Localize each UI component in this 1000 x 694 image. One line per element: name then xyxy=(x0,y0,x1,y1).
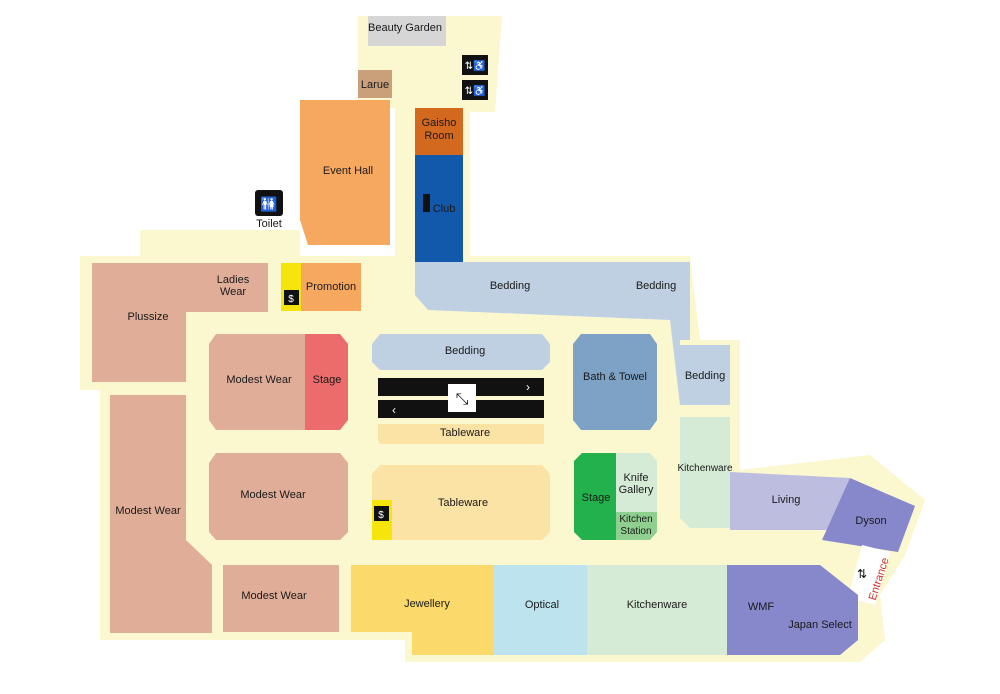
store-club-label: Club xyxy=(433,203,456,215)
store-kitchenware-side-label: Kitchenware xyxy=(677,463,732,474)
store-modest-wear-left-ext[interactable] xyxy=(186,540,212,633)
store-bedding-right[interactable] xyxy=(680,345,730,405)
store-bedding-top-right-label: Bedding xyxy=(636,280,676,292)
store-wmf-japan-select[interactable] xyxy=(727,565,858,655)
store-jewellery[interactable] xyxy=(351,565,493,655)
toilet-label: Toilet xyxy=(256,218,282,230)
store-dyson[interactable] xyxy=(822,478,915,552)
store-bedding-top[interactable] xyxy=(415,262,690,405)
store-ladies-wear-label-2: Wear xyxy=(220,286,246,298)
store-modest-wear-1[interactable] xyxy=(209,334,305,430)
store-plussize-label: Plussize xyxy=(128,311,169,323)
store-beauty-garden-label: Beauty Garden xyxy=(368,22,442,34)
store-bedding-right-label: Bedding xyxy=(685,370,725,382)
escalator-icon: ⤡ › ‹ xyxy=(378,378,544,418)
svg-text:‹: ‹ xyxy=(392,403,396,417)
store-kitchenware-bottom-label: Kitchenware xyxy=(627,599,688,611)
store-stage-2[interactable] xyxy=(574,453,616,540)
store-kitchen-station-label-2: Station xyxy=(620,526,651,537)
store-wmf-label: WMF xyxy=(748,601,775,613)
store-modest-wear-left[interactable] xyxy=(110,395,186,633)
store-event-hall[interactable] xyxy=(300,100,390,245)
store-bedding-center[interactable] xyxy=(372,334,550,370)
restroom-icon: ⇅♿ ⇅♿ xyxy=(462,55,488,100)
svg-text:$: $ xyxy=(288,294,294,305)
store-larue-label: Larue xyxy=(361,79,389,91)
store-promotion[interactable] xyxy=(301,263,361,311)
store-gaisho-room-label-2: Room xyxy=(424,130,453,142)
store-optical[interactable] xyxy=(493,565,587,655)
svg-text:⤡: ⤡ xyxy=(456,391,469,408)
store-jewellery-label: Jewellery xyxy=(404,598,450,610)
store-stage-1[interactable] xyxy=(305,334,348,430)
store-modest-wear-1-label: Modest Wear xyxy=(226,374,292,386)
store-bedding-top-left-label: Bedding xyxy=(490,280,530,292)
store-gaisho-room-label-1: Gaisho xyxy=(422,117,457,129)
store-bedding-center-label: Bedding xyxy=(445,345,485,357)
store-stage-1-label: Stage xyxy=(313,374,342,386)
store-beauty-garden[interactable] xyxy=(368,16,446,46)
toilet-icon: 🚻 xyxy=(255,190,283,216)
entrance-area[interactable] xyxy=(848,545,890,605)
store-living-label: Living xyxy=(772,494,801,506)
store-dyson-label: Dyson xyxy=(855,515,886,527)
store-knife-gallery-label-2: Gallery xyxy=(619,484,654,496)
cash-icon: $ xyxy=(284,290,299,305)
svg-text:🚻: 🚻 xyxy=(260,196,277,213)
store-event-hall-label: Event Hall xyxy=(323,165,373,177)
store-modest-wear-3-label: Modest Wear xyxy=(241,590,307,602)
entrance-arrows-icon: ⇅ xyxy=(857,567,867,581)
store-modest-wear-2[interactable] xyxy=(209,453,348,540)
store-tableware-strip-label: Tableware xyxy=(440,427,490,439)
store-kitchen-station[interactable] xyxy=(616,512,657,540)
store-gaisho-room[interactable] xyxy=(415,108,463,155)
svg-text:›: › xyxy=(526,380,530,394)
club-icon xyxy=(423,194,430,212)
store-kitchenware-side[interactable] xyxy=(680,417,730,528)
store-promotion-label: Promotion xyxy=(306,281,356,293)
store-tableware-block-label: Tableware xyxy=(438,497,488,509)
svg-text:⇅♿: ⇅♿ xyxy=(465,84,486,97)
store-bath-towel-label: Bath & Towel xyxy=(583,371,647,383)
store-ladies-wear-label-1: Ladies xyxy=(217,274,250,286)
store-knife-gallery-label-1: Knife xyxy=(623,472,648,484)
store-optical-label: Optical xyxy=(525,599,559,611)
svg-text:$: $ xyxy=(378,510,384,521)
store-plussize[interactable] xyxy=(92,263,268,382)
store-kitchenware-bottom[interactable] xyxy=(587,565,727,655)
store-tableware-strip[interactable] xyxy=(378,424,544,444)
store-tableware-block[interactable] xyxy=(372,465,550,540)
store-bath-towel[interactable] xyxy=(573,334,657,430)
store-modest-wear-3[interactable] xyxy=(223,565,339,632)
cash-icon-2: $ xyxy=(374,506,389,521)
store-kitchen-station-label-1: Kitchen xyxy=(619,514,652,525)
store-japan-select-label: Japan Select xyxy=(788,619,852,631)
store-living[interactable] xyxy=(730,472,850,530)
store-knife-gallery[interactable] xyxy=(616,453,657,512)
store-modest-wear-2-label: Modest Wear xyxy=(240,489,306,501)
store-modest-wear-left-label: Modest Wear xyxy=(115,505,181,517)
store-larue[interactable] xyxy=(358,70,392,98)
store-stage-2-label: Stage xyxy=(582,492,611,504)
svg-text:⇅♿: ⇅♿ xyxy=(465,59,486,72)
